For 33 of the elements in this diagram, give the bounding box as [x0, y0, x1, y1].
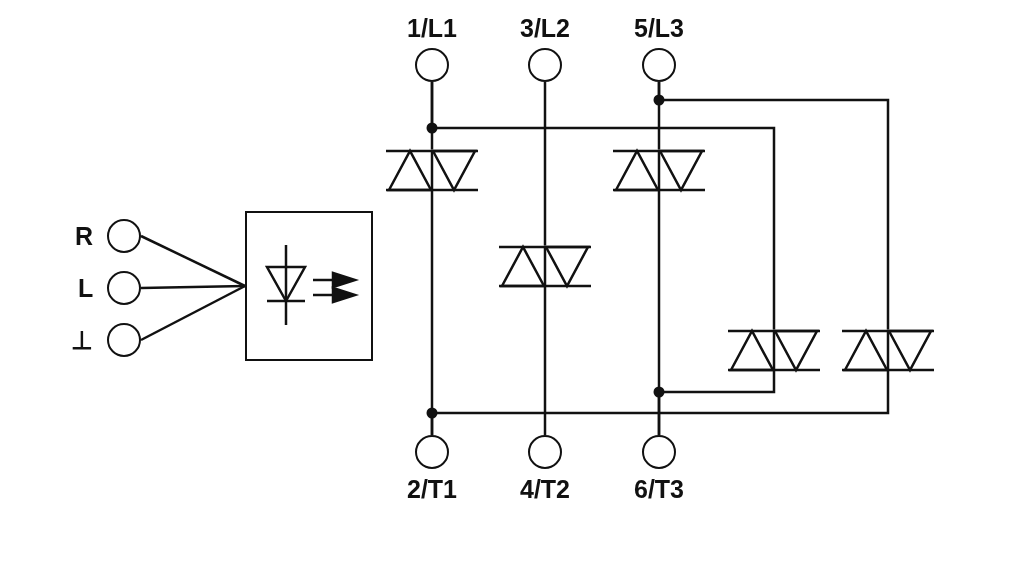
terminal-circle: [415, 48, 449, 82]
triac-symbol: [386, 149, 478, 191]
wire: [430, 370, 890, 435]
terminal-label: R: [75, 222, 94, 250]
wire: [543, 82, 547, 246]
wire: [430, 82, 776, 330]
triac-symbol: [842, 329, 934, 371]
terminal-label: ⊥: [71, 326, 93, 354]
wire: [140, 234, 246, 288]
terminal-label: 1/L1: [407, 14, 458, 42]
terminal-label: 6/T3: [634, 475, 685, 503]
triac-symbol: [613, 149, 705, 191]
wire: [543, 286, 547, 435]
terminal-label: 4/T2: [520, 475, 571, 503]
terminal-label: 3/L2: [520, 14, 571, 42]
optocoupler-box: [245, 211, 373, 361]
wire: [657, 82, 890, 330]
terminal-circle: [528, 48, 562, 82]
terminal-circle: [415, 435, 449, 469]
terminal-circle: [642, 435, 676, 469]
terminal-label: L: [78, 274, 94, 302]
triac-symbol: [728, 329, 820, 371]
terminal-circle: [528, 435, 562, 469]
triac-symbol: [499, 245, 591, 287]
terminal-circle: [107, 271, 141, 305]
wire: [140, 284, 246, 342]
terminal-circle: [642, 48, 676, 82]
terminal-circle: [107, 219, 141, 253]
terminal-circle: [107, 323, 141, 357]
wire: [657, 370, 776, 435]
terminal-label: 2/T1: [407, 475, 458, 503]
terminal-label: 5/L3: [634, 14, 685, 42]
wire: [140, 284, 246, 290]
